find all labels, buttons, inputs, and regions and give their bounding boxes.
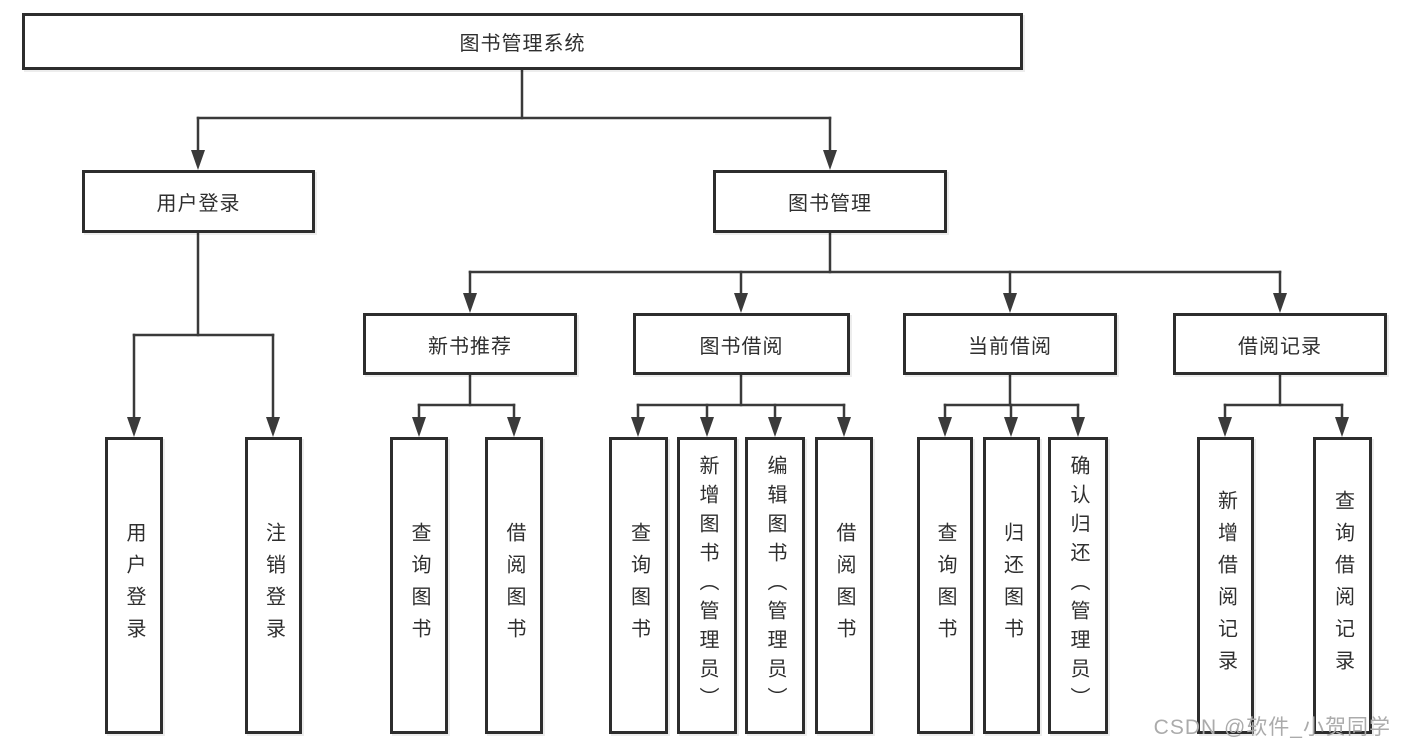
leaf-add-borrow-record: 新增借阅记录	[1197, 437, 1254, 734]
leaf-borrow-books-1: 借阅图书	[485, 437, 543, 734]
leaf-add-books-admin: 新增图书（管理员）	[677, 437, 737, 734]
leaf-user-login-label: 用户登录	[123, 521, 145, 650]
leaf-add-borrow-record-label: 新增借阅记录	[1214, 489, 1237, 682]
node-borrow-records: 借阅记录	[1173, 313, 1387, 375]
node-current-borrow: 当前借阅	[903, 313, 1117, 375]
leaf-borrow-books-1-label: 借阅图书	[503, 521, 525, 650]
node-book-borrow-label: 图书借阅	[699, 335, 784, 358]
leaf-edit-books-admin-label: 编辑图书（管理员）	[764, 455, 786, 716]
leaf-query-borrow-record-label: 查询借阅记录	[1331, 489, 1354, 682]
node-current-borrow-label: 当前借阅	[968, 335, 1052, 358]
leaf-query-books-3-label: 查询图书	[934, 521, 956, 650]
leaf-query-books-2: 查询图书	[609, 437, 668, 734]
node-root: 图书管理系统	[22, 13, 1023, 70]
node-user-login: 用户登录	[82, 170, 315, 233]
node-user-login-label: 用户登录	[156, 193, 241, 215]
node-book-management: 图书管理	[713, 170, 947, 233]
node-new-book-recommend-label: 新书推荐	[428, 335, 512, 358]
leaf-add-books-admin-label: 新增图书（管理员）	[696, 455, 718, 716]
leaf-query-books-3: 查询图书	[917, 437, 973, 734]
leaf-logout-label: 注销登录	[262, 521, 285, 650]
leaf-confirm-return-admin: 确认归还（管理员）	[1048, 437, 1108, 734]
csdn-watermark: CSDN @软件_小贺同学	[1153, 716, 1391, 739]
leaf-return-books: 归还图书	[983, 437, 1040, 734]
node-book-borrow: 图书借阅	[633, 313, 850, 375]
leaf-query-borrow-record: 查询借阅记录	[1313, 437, 1372, 734]
leaf-return-books-label: 归还图书	[1000, 521, 1023, 650]
leaf-logout: 注销登录	[245, 437, 302, 734]
leaf-edit-books-admin: 编辑图书（管理员）	[745, 437, 805, 734]
node-root-label: 图书管理系统	[459, 33, 586, 55]
node-book-management-label: 图书管理	[788, 193, 872, 215]
leaf-user-login: 用户登录	[105, 437, 163, 734]
leaf-query-books-2-label: 查询图书	[627, 521, 650, 650]
leaf-borrow-books-2: 借阅图书	[815, 437, 873, 734]
leaf-confirm-return-admin-label: 确认归还（管理员）	[1067, 455, 1089, 716]
node-borrow-records-label: 借阅记录	[1238, 335, 1322, 358]
leaf-borrow-books-2-label: 借阅图书	[833, 521, 855, 650]
leaf-query-books-1: 查询图书	[390, 437, 448, 734]
node-new-book-recommend: 新书推荐	[363, 313, 577, 375]
leaf-query-books-1-label: 查询图书	[408, 521, 430, 650]
